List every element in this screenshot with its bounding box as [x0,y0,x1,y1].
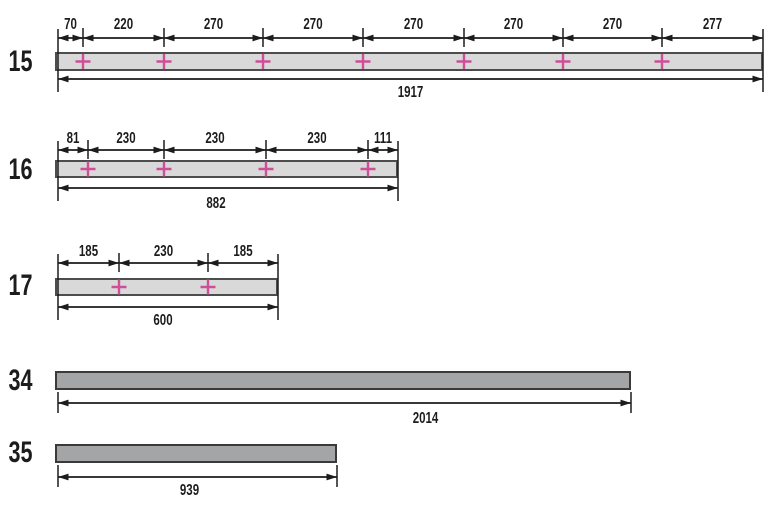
dimension-arrow-left [464,34,475,42]
dimension-arrow-left [58,473,69,481]
hole-cross-marker [255,54,271,69]
segment-dimension-value: 220 [114,14,133,32]
segment-dimension-value: 270 [404,14,423,32]
dimension-arrow-left [58,399,69,407]
dimension-arrow-right [267,259,278,267]
overall-length-value: 2014 [413,408,439,426]
hole-cross-marker [456,54,472,69]
dimension-arrow-right [108,259,119,267]
hole-cross-marker [111,279,127,295]
hole-cross-marker [654,54,670,69]
segment-dimension-value: 277 [703,14,722,32]
segment-dimension-value: 270 [303,14,322,32]
dimension-arrow-left [58,34,69,42]
segment-dimension-value: 70 [64,14,77,32]
part-row-15: 15 70 220 270 270 270 270 270 277 1917 [8,14,764,100]
dimension-arrow-right [255,146,266,154]
dimension-arrow-right [387,184,398,192]
hole-cross-marker [156,161,172,177]
dimension-arrow-left [563,34,574,42]
part-bar [55,444,337,463]
hole-cross-marker [360,161,376,177]
dimension-arrow-left [119,259,130,267]
part-bar [55,52,763,71]
dimension-arrow-left [266,146,277,154]
part-bar [55,278,278,296]
part-bar [55,371,631,390]
dimension-arrow-left [58,75,69,83]
dimension-arrow-left [368,146,379,154]
segment-dimension-value: 230 [205,128,224,146]
dimension-arrow-right [752,75,763,83]
dimension-arrow-right [752,34,763,42]
part-number-label: 15 [8,43,32,77]
dimension-arrow-left [662,34,673,42]
dimension-arrow-right [352,34,363,42]
segment-dimension-value: 270 [504,14,523,32]
segment-dimension-value: 111 [374,128,392,146]
dimension-arrow-left [164,34,175,42]
dimension-arrow-right [326,473,337,481]
dimension-arrow-right [453,34,464,42]
hole-cross-marker [258,161,274,177]
dimension-arrow-right [357,146,368,154]
dimension-arrow-right [387,146,398,154]
dimension-arrow-right [252,34,263,42]
overall-length-value: 1917 [398,82,424,100]
dimension-arrow-right [153,146,164,154]
dimension-arrow-right [267,303,278,311]
hole-cross-marker [80,161,96,177]
part-number-label: 17 [8,267,32,301]
segment-dimension-value: 230 [307,128,326,146]
dimension-arrow-left [363,34,374,42]
overall-length-value: 600 [153,310,172,328]
hole-cross-marker [555,54,571,69]
dimension-arrow-left [83,34,94,42]
dimension-arrow-left [58,259,69,267]
dimension-arrow-left [58,303,69,311]
dimension-arrow-right [77,146,88,154]
part-bar [55,160,398,178]
part-number-label: 16 [8,151,32,185]
dimension-arrow-left [58,184,69,192]
dimension-arrow-left [208,259,219,267]
part-row-16: 16 81 230 230 230 111 882 [8,128,399,211]
part-number-label: 34 [8,362,32,396]
hole-cross-marker [156,54,172,69]
dimension-arrow-left [58,146,69,154]
part-number-label: 35 [8,434,32,468]
dimension-arrow-right [552,34,563,42]
overall-length-value: 882 [206,193,225,211]
overall-length-value: 939 [180,480,199,498]
segment-dimension-value: 185 [233,241,252,259]
part-row-17: 17 185 230 185 600 [8,241,279,328]
segment-dimension-value: 270 [603,14,622,32]
segment-dimension-value: 230 [154,241,173,259]
segment-dimension-value: 230 [116,128,135,146]
dimension-arrow-right [197,259,208,267]
part-row-34: 34 2014 [8,362,632,426]
segment-dimension-value: 185 [79,241,98,259]
hole-cross-marker [75,54,91,69]
dimension-arrow-right [72,34,83,42]
dimension-arrow-right [620,399,631,407]
part-row-35: 35 939 [8,434,338,498]
hole-cross-marker [355,54,371,69]
dimension-arrow-left [88,146,99,154]
dimension-arrow-right [153,34,164,42]
dimension-arrow-left [263,34,274,42]
dimension-arrow-right [651,34,662,42]
dimension-arrow-left [164,146,175,154]
segment-dimension-value: 270 [204,14,223,32]
segment-dimension-value: 81 [67,128,80,146]
hole-cross-marker [200,279,216,295]
